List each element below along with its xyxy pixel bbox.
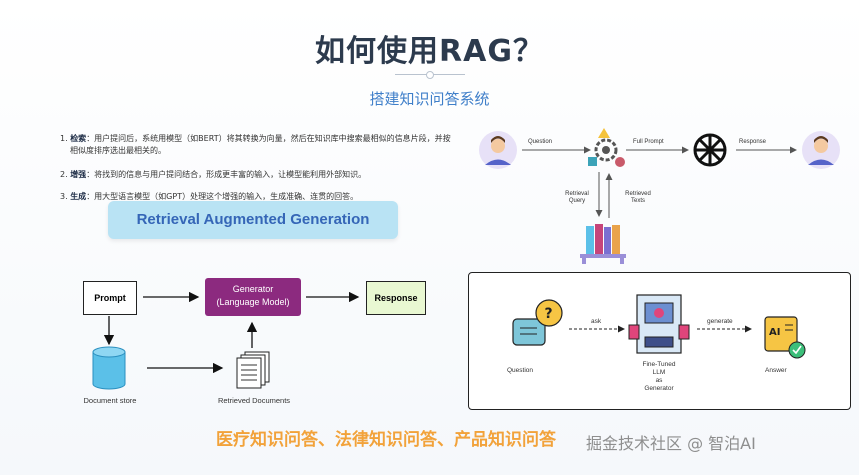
step-item-continuation: 相似度排序选出最相关的。 [60,146,460,156]
response-box: Response [366,281,426,315]
page-title: 如何使用RAG？ [315,34,544,69]
answer-caption: Answer [765,367,787,374]
question-label: Question [528,139,553,145]
retrieved-texts-label: Retrieved Texts [622,191,654,205]
step-text: ：用大型语言模型（如GPT）处理这个增强的输入，生成准确、连贯的回答。 [86,192,359,201]
retrieved-texts-line2: Texts [630,198,645,204]
step-name: 检索 [70,134,87,143]
retrieval-query-line2: Query [568,198,586,204]
answer-document-icon: AI [764,316,806,359]
generator-box: Generator (Language Model) [205,278,301,316]
llm-caption-line4: Generator [644,385,674,392]
steps-list: 1. 检索：用户提问后，系统用模型（如BERT）将其转换为向量，然后在知识库中搜… [60,128,460,208]
orchestrator-gear-icon [588,128,625,167]
full-prompt-label: Full Prompt [633,139,664,145]
question-bubble-icon: ? [512,299,563,346]
step-name: 增强 [70,170,87,179]
step-number: 3. [60,192,68,201]
step-item: 2. 增强：将找到的信息与用户提问结合，形成更丰富的输入，让模型能利用外部知识。 [60,164,460,186]
document-store-label: Document store [83,396,137,405]
step-text: ：将找到的信息与用户提问结合，形成更丰富的输入，让模型能利用外部知识。 [86,170,367,179]
ask-label: ask [591,318,602,325]
answer-ai-badge: AI [769,327,780,338]
svg-text:?: ? [545,306,553,322]
step-item: 1. 检索：用户提问后，系统用模型（如BERT）将其转换为向量，然后在知识库中搜… [60,128,460,150]
retrieval-query-line1: Retrieval [565,191,589,197]
llm-caption-line3: as [655,377,663,384]
title-divider-dot [426,71,434,79]
fine-tuned-llm-panel: ? AI Question ask Fine-Tuned LLM as Gene… [468,272,851,410]
user-avatar-icon [479,131,517,169]
rag-pipeline-diagram [479,128,840,264]
fine-tuned-llm-diagram: ? AI [512,294,806,359]
database-icon [92,346,126,390]
generator-subtitle: (Language Model) [216,297,290,307]
retrieved-texts-line1: Retrieved [625,191,651,197]
retrieved-documents-label: Retrieved Documents [217,396,291,405]
step-item: 3. 生成：用大型语言模型（如GPT）处理这个增强的输入，生成准确、连贯的回答。 [60,186,460,208]
step-number: 2. [60,170,68,179]
step-text: ：用户提问后，系统用模型（如BERT）将其转换为向量，然后在知识库中搜索最相似的… [86,134,451,143]
prompt-box: Prompt [83,281,137,315]
step-number: 1. [60,134,68,143]
generate-label: generate [707,318,733,325]
step-name: 生成 [70,192,87,201]
watermark: 掘金技术社区 @ 智泊AI [586,434,756,453]
generator-title: Generator [232,284,274,294]
rag-banner: Retrieval Augmented Generation [108,201,398,239]
page-subtitle: 搭建知识问答系统 [369,90,490,108]
llm-knot-icon [693,133,727,167]
left-flow-arrows [92,291,360,390]
step-text: 相似度排序选出最相关的。 [70,146,166,155]
response-label: Response [739,139,767,145]
documents-icon [236,351,270,389]
llm-caption: Fine-Tuned LLM as Generator [631,361,687,393]
llm-robot-icon [628,294,690,354]
llm-caption-line2: LLM [652,369,666,376]
use-cases-footer: 医疗知识问答、法律知识问答、产品知识问答 [216,430,556,450]
retrieval-query-label: Retrieval Query [562,191,592,205]
user-avatar-icon [802,131,840,169]
question-caption: Question [507,367,534,374]
knowledge-base-books-icon [580,224,626,264]
llm-caption-line1: Fine-Tuned [642,361,676,368]
